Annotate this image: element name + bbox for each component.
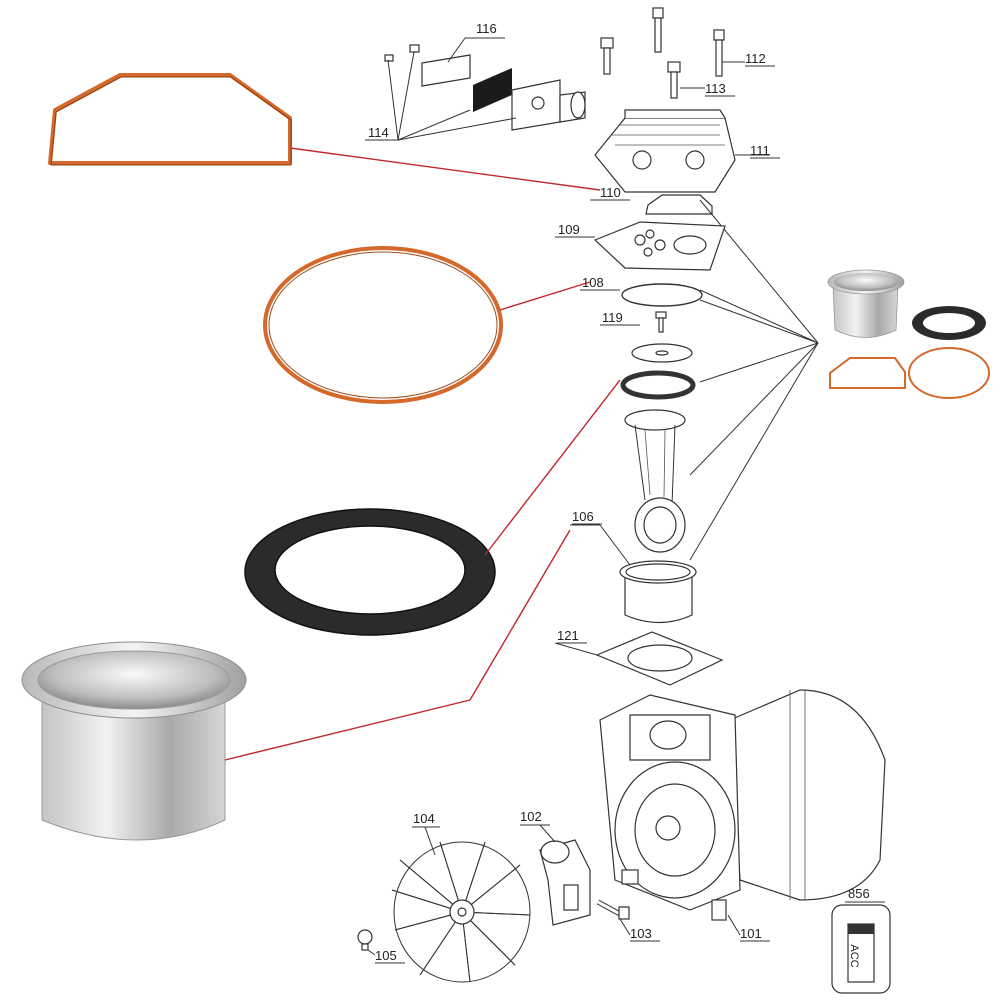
bolt-103 [596,899,630,920]
label-underlines [375,65,780,964]
label-109: 109 [558,222,580,237]
kit-pointer-lines [689,199,819,561]
sleeve-106-enlarged [21,641,247,841]
gasket-121 [595,631,724,686]
label-114: 114 [368,125,389,140]
connecting-rod [624,409,686,553]
seal-ring-enlarged [244,508,496,636]
label-105: 105 [375,948,397,963]
sleeve-106 [619,560,697,624]
piston-washer-hole [655,350,669,356]
label-111: 111 [750,143,770,158]
part-labels: 116 112 113 114 111 110 109 108 119 106 … [368,21,870,963]
piston-seal [620,370,696,400]
oring-108-inner-edge [268,251,498,399]
leader-110 [289,147,601,191]
repair-kit-thumbnail [827,269,990,399]
gasket-110-enlarged [48,73,292,166]
gasket-110 [645,194,713,215]
label-113: 113 [705,81,726,96]
label-121: 121 [557,628,579,643]
oring-108 [621,283,703,307]
decal-text: ACC [848,944,860,967]
label-116: 116 [476,21,497,36]
fan-104 [391,841,531,983]
leader-105 [367,949,376,956]
crankcase-motor-101 [599,689,886,921]
label-856: 856 [848,886,870,901]
label-101: 101 [740,926,762,941]
label-104: 104 [413,811,435,826]
oring-108-enlarged [263,246,503,404]
crank-102 [539,839,591,926]
cylinder-head-111 [594,109,736,193]
leader-103 [619,918,631,936]
bolt-set-112 [600,7,725,99]
label-119: 119 [602,310,623,325]
leader-102 [539,824,556,843]
label-110: 110 [600,185,621,200]
valve-plate-109 [593,221,726,271]
label-108: 108 [582,275,604,290]
leader-116 [447,37,466,63]
leader-106-b [469,529,571,701]
leader-seal [484,379,621,556]
leader-121 [554,642,598,656]
screw-105 [357,929,373,951]
leader-104 [424,826,436,856]
leader-101 [727,914,741,936]
leader-114-fan [365,51,517,141]
leader-106 [599,524,631,566]
leader-106-a [224,699,471,761]
decal-856: ACC [831,904,891,994]
valve-parts-116 [384,44,586,131]
label-112: 112 [745,51,766,66]
label-106: 106 [572,509,594,524]
label-102: 102 [520,809,542,824]
leader-108 [499,281,591,311]
screw-119 [655,311,667,333]
label-103: 103 [630,926,652,941]
